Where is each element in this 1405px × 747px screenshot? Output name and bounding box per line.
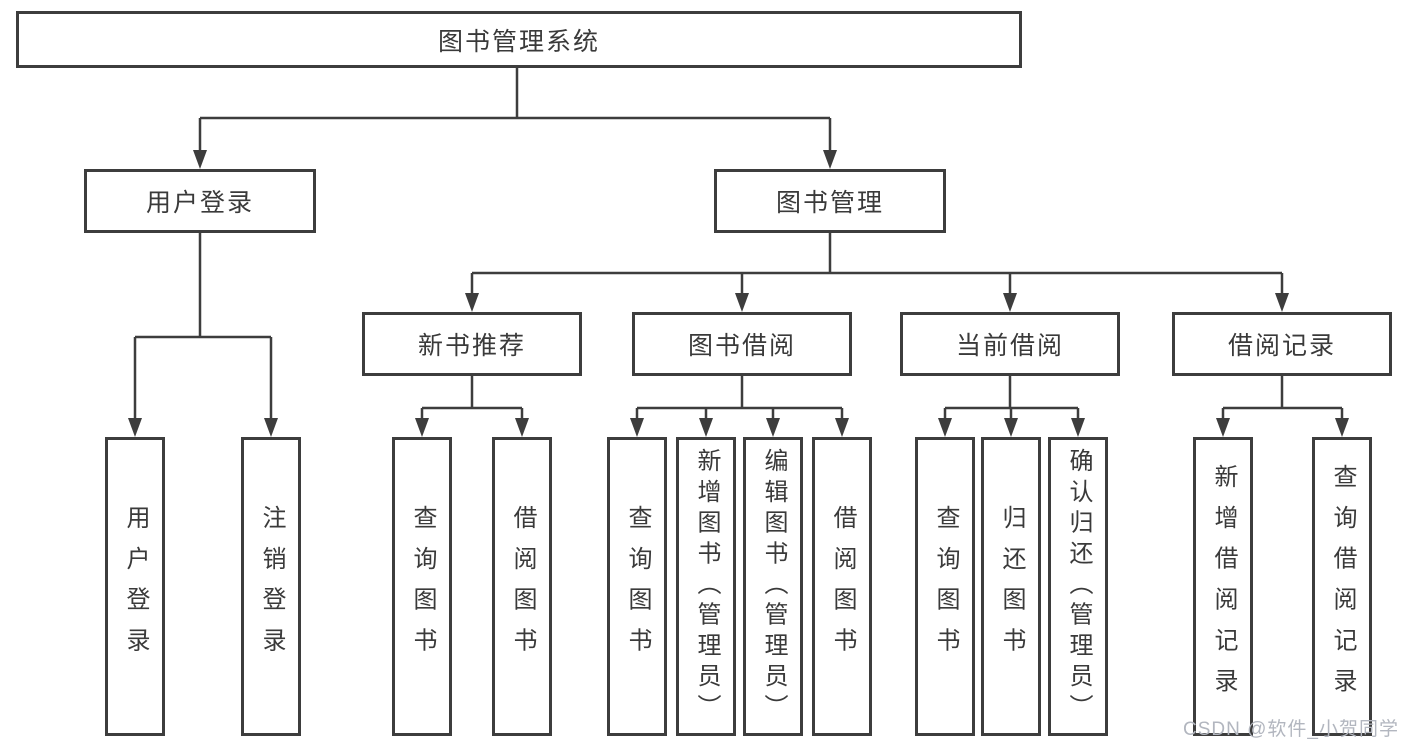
leaf-borrow-books-recommend: 借阅图书: [492, 437, 552, 736]
leaf-query-books-recommend: 查询图书: [392, 437, 452, 736]
leaf-query-borrow-record: 查询借阅记录: [1312, 437, 1372, 736]
arrowheads: [128, 150, 1349, 437]
leaf-query-books-current: 查询图书: [915, 437, 975, 736]
node-current-borrow: 当前借阅: [900, 312, 1120, 376]
leaf-label: 借阅图书: [509, 504, 536, 669]
node-book-management: 图书管理: [714, 169, 946, 233]
leaf-label: 查询图书: [932, 504, 959, 669]
node-book-borrow: 图书借阅: [632, 312, 852, 376]
leaf-label: 确认归还（管理员）: [1065, 448, 1092, 725]
leaf-label: 注销登录: [258, 504, 285, 669]
node-label: 用户登录: [145, 189, 254, 217]
leaf-borrow-books: 借阅图书: [812, 437, 872, 736]
leaf-logout: 注销登录: [241, 437, 301, 736]
node-user-login: 用户登录: [84, 169, 316, 233]
leaf-label: 查询图书: [624, 504, 651, 669]
node-label: 当前借阅: [955, 332, 1064, 360]
node-library-management-system: 图书管理系统: [16, 11, 1022, 68]
node-label: 图书借阅: [687, 332, 796, 360]
leaf-label: 编辑图书（管理员）: [760, 448, 787, 725]
node-label: 新书推荐: [417, 332, 526, 360]
node-new-book-recommend: 新书推荐: [362, 312, 582, 376]
csdn-watermark: CSDN @软件_小贺同学: [1183, 719, 1399, 740]
node-label: 图书管理系统: [437, 27, 600, 56]
node-label: 图书管理: [775, 189, 884, 217]
leaf-label: 查询图书: [409, 504, 436, 669]
leaf-edit-books-admin: 编辑图书（管理员）: [743, 437, 803, 736]
node-label: 借阅记录: [1227, 332, 1336, 360]
leaf-label: 查询借阅记录: [1329, 464, 1356, 709]
leaf-query-books-borrow: 查询图书: [607, 437, 667, 736]
leaf-return-books: 归还图书: [981, 437, 1041, 736]
node-borrow-records: 借阅记录: [1172, 312, 1392, 376]
leaf-add-borrow-record: 新增借阅记录: [1193, 437, 1253, 736]
leaf-label: 新增图书（管理员）: [693, 448, 720, 725]
leaf-add-books-admin: 新增图书（管理员）: [676, 437, 736, 736]
leaf-label: 归还图书: [998, 504, 1025, 669]
leaf-confirm-return-admin: 确认归还（管理员）: [1048, 437, 1108, 736]
leaf-label: 用户登录: [122, 504, 149, 669]
leaf-label: 借阅图书: [829, 504, 856, 669]
leaf-label: 新增借阅记录: [1210, 464, 1237, 709]
leaf-user-login: 用户登录: [105, 437, 165, 736]
